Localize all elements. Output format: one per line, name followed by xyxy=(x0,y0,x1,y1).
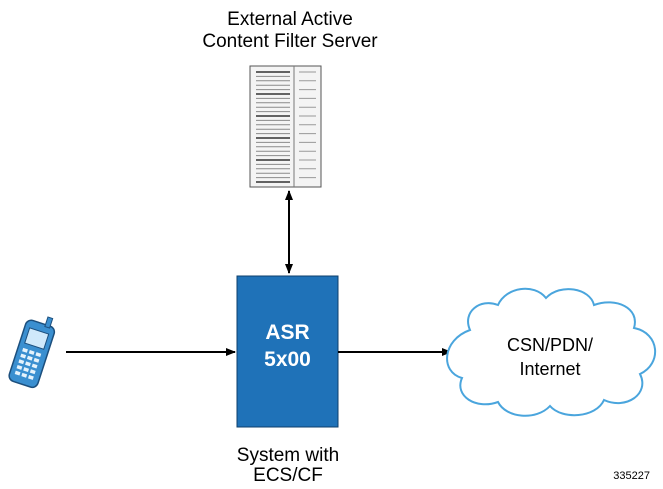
asr-box-line1: ASR xyxy=(265,321,310,344)
mobile-phone-icon xyxy=(8,316,56,389)
asr-box-line2: 5x00 xyxy=(264,348,311,371)
asr-box-label: ASR 5x00 xyxy=(237,319,338,373)
cloud-icon xyxy=(446,287,656,417)
cloud-label-line1: CSN/PDN/ xyxy=(506,335,593,355)
cloud-label-line2: Internet xyxy=(519,359,581,379)
system-caption: System with ECS/CF xyxy=(200,446,376,486)
server-label-line2: Content Filter Server xyxy=(202,31,378,52)
server-label: External Active Content Filter Server xyxy=(180,9,400,53)
cloud-label: CSN/PDN/ Internet xyxy=(490,333,610,381)
asr-system-box xyxy=(236,275,339,428)
figure-id: 335227 xyxy=(613,470,650,482)
server-rack-icon xyxy=(249,65,322,188)
server-label-line1: External Active xyxy=(227,9,353,30)
system-caption-line2: ECS/CF xyxy=(253,465,323,486)
system-caption-line1: System with xyxy=(236,445,340,466)
